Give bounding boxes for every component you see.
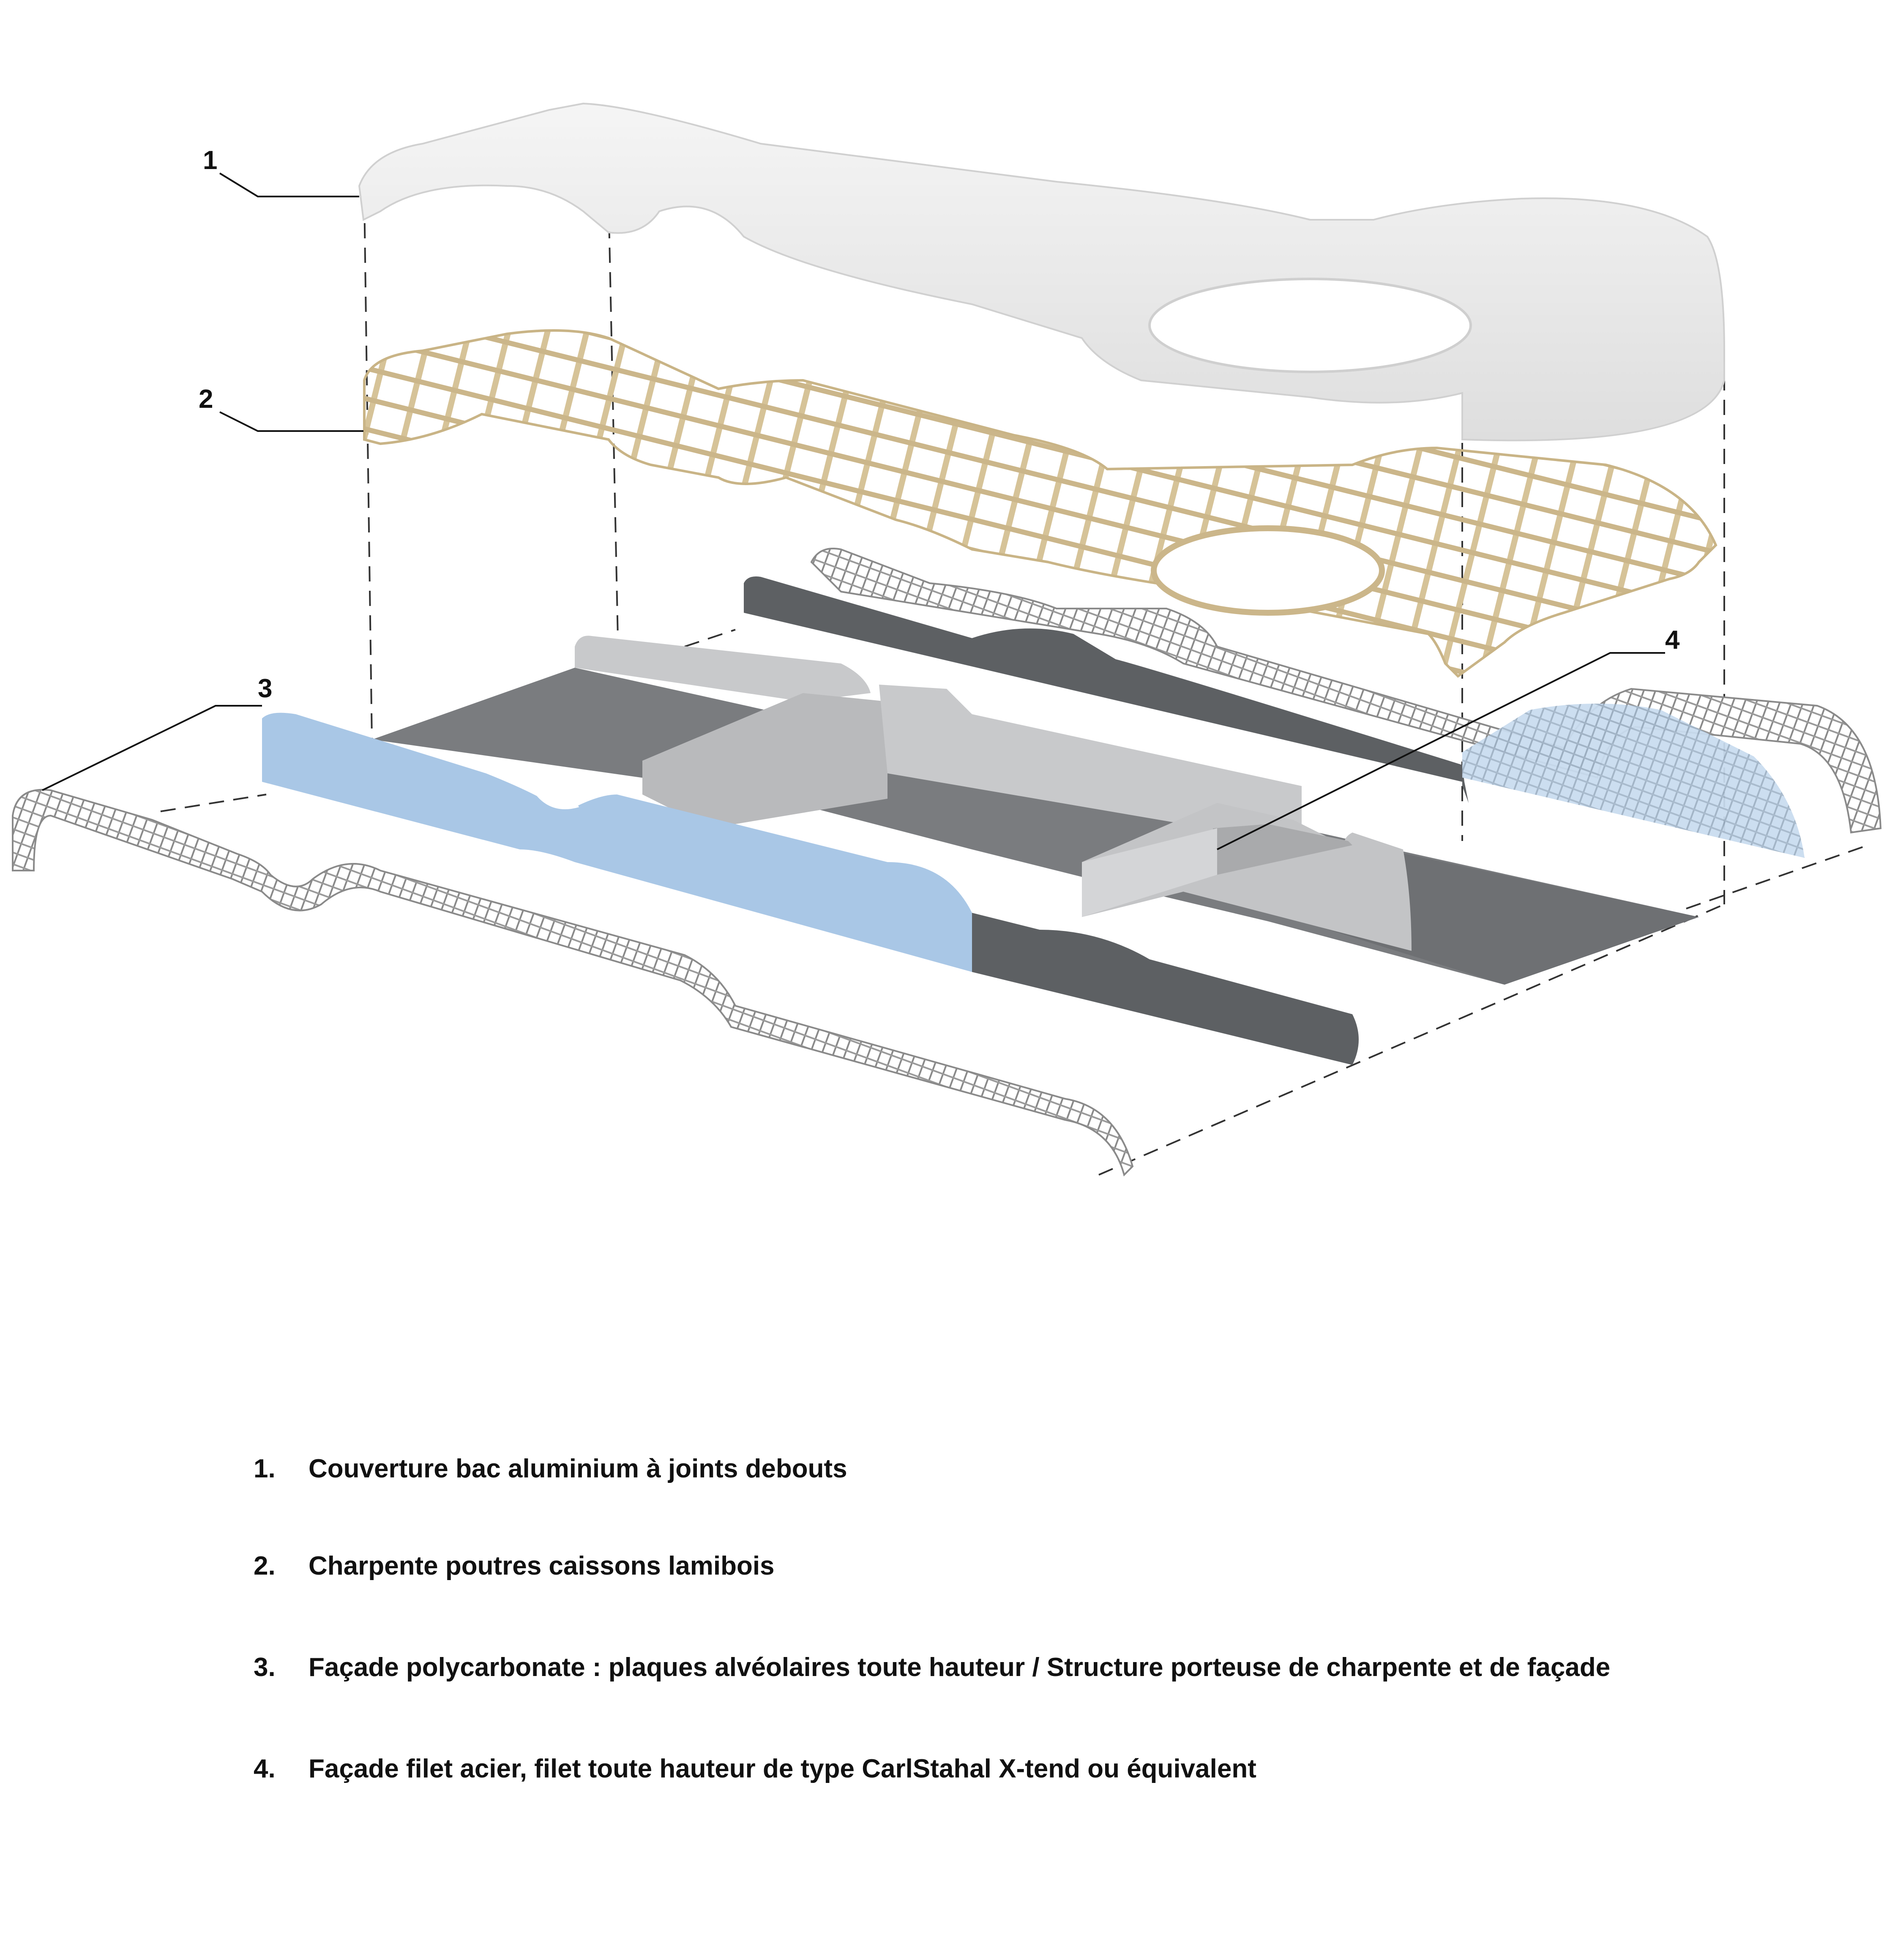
callout-leader-3 [42,705,262,791]
timber-opening [1151,525,1385,616]
callout-number-4: 4 [1665,625,1680,655]
callout-number-3: 3 [258,674,272,703]
legend-item-4: 4. Façade filet acier, filet toute hauteu… [254,1754,1256,1792]
callout-leaders [42,172,1665,850]
guide-line [363,198,373,740]
partition-wall-center [879,685,1302,841]
guide-line [1098,904,1725,1176]
legend-item-2: 2. Charpente poutres caissons lamibois [254,1551,775,1589]
partition-wall-diagonal [642,693,887,828]
callout-leader-1 [219,172,359,197]
legend-text: Couverture bac aluminium à joints debout… [309,1454,847,1483]
legend-number: 4. [254,1754,276,1783]
front-polycarbonate-facade [262,712,972,972]
right-net-overlay [1462,704,1805,858]
partition-wall-edge [1082,828,1217,917]
guide-line [684,629,736,647]
guide-line [1686,844,1868,909]
callout-leader-2 [219,411,363,432]
partition-wall-fin [1213,824,1352,875]
legend-text: Charpente poutres caissons lamibois [309,1551,775,1581]
legend-text: Façade filet acier, filet toute hauteur … [309,1754,1256,1783]
legend-number: 1. [254,1454,276,1483]
guide-line [160,794,267,812]
callout-number-2: 2 [199,385,213,414]
polycarbonate-notch [532,786,579,809]
roof-opening [1148,278,1472,373]
legend-text: Façade polycarbonate : plaques alvéolair… [309,1653,1611,1682]
legend-item-1: 1. Couverture bac aluminium à joints debo… [254,1454,847,1492]
front-steel-net-facade [12,789,1134,1177]
partition-wall-back [575,636,871,702]
legend-number: 2. [254,1551,276,1581]
back-dark-strip-lower [1462,765,1469,803]
legend-item-3: 3. Façade polycarbonate : plaques alvéola… [254,1652,1610,1690]
exploded-axonometric-diagram: 1 2 3 4 [12,102,1882,1177]
front-dark-strip [972,913,1359,1065]
timber-structure [363,329,1718,678]
callout-leader-4 [1217,652,1665,850]
legend-number: 3. [254,1653,276,1682]
callout-number-1: 1 [203,146,217,175]
back-dark-strip [744,576,1462,782]
